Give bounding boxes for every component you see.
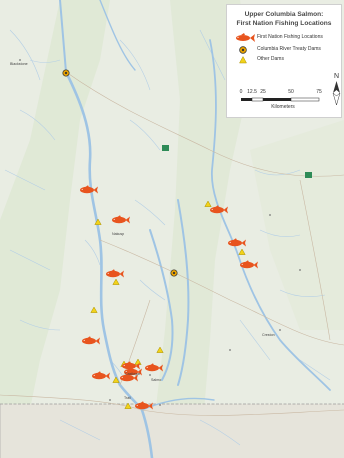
legend-label: Columbia River Treaty Dams	[257, 46, 321, 52]
town-dots	[19, 59, 301, 406]
other-dam-marker[interactable]	[204, 200, 212, 207]
fishing-location-marker[interactable]	[240, 260, 258, 269]
treaty-dam-marker[interactable]	[170, 269, 178, 277]
place-label: Blackstone	[10, 62, 28, 66]
fishing-location-marker[interactable]	[135, 401, 153, 410]
place-label: Castlegar	[125, 372, 141, 376]
legend-title-line1: Upper Columbia Salmon:	[244, 11, 324, 18]
valley-shade-central	[150, 0, 250, 458]
scale-tick: 12.5	[247, 89, 257, 95]
south-lowland	[0, 404, 344, 458]
scale-tick: 0	[239, 89, 243, 95]
kootenay-river	[209, 39, 331, 391]
place-label: Nakusp	[112, 232, 125, 236]
salmon-icon	[236, 33, 255, 42]
pend-oreille-river	[141, 397, 215, 411]
other-dam-marker[interactable]	[90, 306, 98, 313]
scale-bar-graphic	[241, 97, 320, 102]
stream-network	[4, 29, 331, 446]
fishing-location-marker[interactable]	[210, 205, 228, 214]
north-label: N	[334, 73, 339, 80]
fishing-location-marker[interactable]	[122, 361, 140, 370]
place-label: Salmo	[151, 378, 162, 382]
legend-item-other-dams: Other Dams	[233, 55, 339, 65]
legend-label: Other Dams	[257, 56, 284, 62]
warning-triangle-icon	[239, 55, 247, 64]
fishing-location-marker[interactable]	[106, 269, 124, 278]
legend-item-fishing-locations: First Nation Fishing Locations	[233, 33, 339, 43]
fishing-location-marker[interactable]	[120, 373, 138, 382]
fishing-location-marker[interactable]	[228, 238, 246, 247]
other-dam-marker[interactable]	[112, 376, 120, 383]
road-network	[0, 71, 344, 416]
upper-columbia	[59, 0, 67, 73]
slocan-lake	[149, 229, 174, 381]
other-dam-marker[interactable]	[94, 218, 102, 225]
other-dam-marker[interactable]	[124, 402, 132, 409]
highway-signs	[162, 145, 312, 178]
scale-tick: 50	[288, 89, 294, 95]
fishing-location-marker[interactable]	[92, 371, 110, 380]
fishing-location-marker[interactable]	[82, 336, 100, 345]
fishing-location-marker[interactable]	[112, 215, 130, 224]
fishing-location-marker[interactable]	[80, 185, 98, 194]
scale-units: Kilometers	[271, 104, 295, 110]
scale-bar: 0 12.5 25 50 75 Kilometers	[239, 89, 325, 111]
canoe-reach	[99, 0, 136, 71]
other-dam-marker[interactable]	[156, 346, 164, 353]
treaty-dam-marker[interactable]	[62, 69, 70, 77]
place-label: Creston	[262, 333, 275, 337]
scale-tick: 75	[316, 89, 322, 95]
legend-title-line2: First Nation Fishing Locations	[236, 20, 332, 27]
kootenay-lake	[177, 199, 190, 386]
other-dam-marker[interactable]	[112, 278, 120, 285]
legend-item-treaty-dams: Columbia River Treaty Dams	[233, 45, 339, 55]
highway-sign	[305, 172, 312, 178]
valley-shade-west	[0, 0, 110, 458]
north-arrow-icon: N	[332, 73, 341, 106]
place-label: Trail	[124, 396, 131, 400]
dam-icon	[239, 46, 247, 54]
fishing-location-marker[interactable]	[145, 363, 163, 372]
legend-label: First Nation Fishing Locations	[257, 34, 323, 40]
scale-tick: 25	[260, 89, 266, 95]
legend-panel: Upper Columbia Salmon: First Nation Fish…	[226, 4, 342, 118]
highway-sign	[162, 145, 169, 151]
feature-markers	[62, 69, 258, 410]
other-dam-marker[interactable]	[238, 248, 246, 255]
